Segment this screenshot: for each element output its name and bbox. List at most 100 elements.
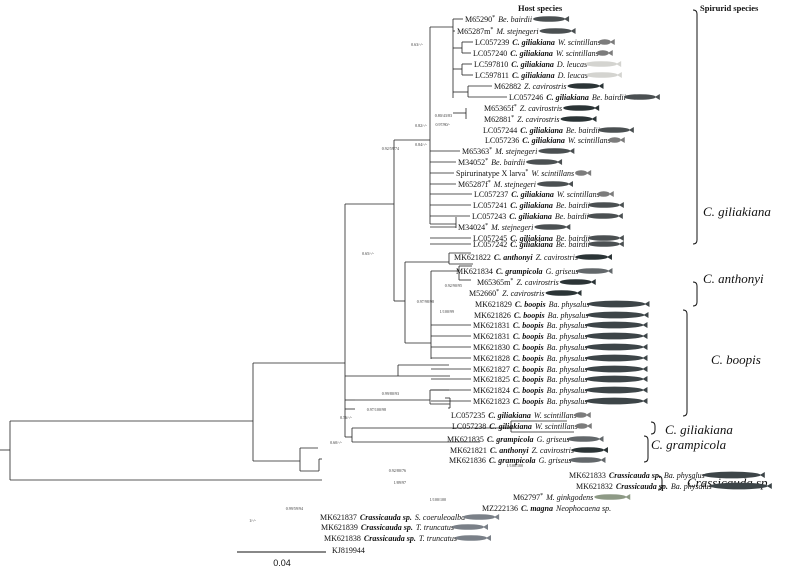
mesoplodon-icon xyxy=(594,494,627,500)
clade-bracket xyxy=(682,309,688,417)
tip-accession: Spirurinatype X larva xyxy=(456,169,526,178)
tail-fluke-icon xyxy=(642,344,648,350)
tip-parasite-species: Crassicauda sp. xyxy=(364,534,416,543)
tip-asterisk: * xyxy=(525,169,528,175)
tip-parasite-species: C. giliakiana xyxy=(520,126,563,135)
tip-accession: MK621835 xyxy=(447,435,484,444)
fin-icon xyxy=(587,300,646,308)
tip-accession: MK621826 xyxy=(474,311,511,320)
support-value: 1/-/- xyxy=(249,518,257,523)
beaked-icon xyxy=(597,127,630,133)
beluga-icon xyxy=(585,61,618,67)
tail-fluke-icon xyxy=(759,472,765,478)
tip-label: M65363*M. stejnegeri xyxy=(462,147,537,156)
tail-fluke-icon xyxy=(625,494,631,500)
tip-host-species: Z. cavirostris xyxy=(516,278,558,287)
tip-accession: MK621832 xyxy=(576,482,613,491)
tip-accession: MK621827 xyxy=(473,365,510,374)
beluga-icon xyxy=(585,72,618,78)
tip-accession: M65290 xyxy=(465,15,492,24)
clade-bracket xyxy=(650,421,656,435)
tip-accession: MK621825 xyxy=(473,375,510,384)
tail-fluke-icon xyxy=(616,61,622,67)
tip-accession: MK621839 xyxy=(321,523,358,532)
tail-fluke-icon xyxy=(607,268,613,274)
fin-icon xyxy=(585,321,644,329)
support-value: 0.82/-/- xyxy=(415,123,428,128)
tail-fluke-icon xyxy=(643,312,649,318)
beaked-icon xyxy=(586,213,619,219)
tip-label: M62797*M. ginkgodens xyxy=(513,493,593,502)
tip-accession: M65287f xyxy=(458,180,488,189)
beaked-icon xyxy=(538,148,571,154)
tip-accession: LC057240 xyxy=(473,49,507,58)
grampus-icon xyxy=(569,457,602,463)
tip-host-species: Ba. physalus xyxy=(547,397,588,406)
tip-accession: KJ819944 xyxy=(332,546,365,555)
squid-icon xyxy=(575,423,588,429)
support-value: 1/100/100 xyxy=(430,497,446,502)
tip-host-species: Z. cavirostris xyxy=(502,289,544,298)
tip-label: M65365f*Z. cavirostris xyxy=(484,104,562,113)
support-value: 0.63/-/- xyxy=(411,42,424,47)
tip-parasite-species: Crassicauda sp. xyxy=(360,513,412,522)
tip-accession: LC057236 xyxy=(485,136,519,145)
beaked-icon xyxy=(534,224,567,230)
support-value: 0.92/80/76 xyxy=(389,468,406,473)
tip-parasite-species: C. grampicola xyxy=(489,456,536,465)
tip-host-species: Be. bairdii xyxy=(555,212,589,221)
support-value: 1/100/99 xyxy=(440,309,454,314)
ziphius-icon xyxy=(563,105,596,111)
tip-accession: MK621831 xyxy=(473,332,510,341)
tip-parasite-species: C. anthonyi xyxy=(490,446,529,455)
tip-label: KJ819944 xyxy=(332,546,365,555)
tip-host-species: Z. cavirostris xyxy=(520,104,562,113)
tip-accession: M62881 xyxy=(484,115,511,124)
ziphius-icon xyxy=(560,116,593,122)
tip-host-species: T. truncatus xyxy=(419,534,457,543)
fin-icon xyxy=(585,386,644,394)
tip-host-species: Be. bairdii xyxy=(592,93,626,102)
tip-parasite-species: C. giliakiana xyxy=(509,212,552,221)
tail-fluke-icon xyxy=(628,127,634,133)
tail-fluke-icon xyxy=(586,170,592,176)
tip-accession: LC057245 xyxy=(473,234,507,243)
tip-accession: LC057241 xyxy=(473,201,507,210)
tip-label: M62881*Z. cavirostris xyxy=(484,115,560,124)
ziphius-icon xyxy=(575,254,608,260)
tip-parasite-species: Crassicauda sp. xyxy=(609,471,661,480)
tip-parasite-species: C. boopis xyxy=(513,332,544,341)
squid-icon xyxy=(598,39,611,45)
tip-host-species: M. stejnegeri xyxy=(495,27,538,36)
scale-bar: 0.04 xyxy=(237,551,326,568)
tip-accession: M52660 xyxy=(469,289,496,298)
tip-accession: MK621824 xyxy=(473,386,510,395)
tip-parasite-species: C. grampicola xyxy=(496,267,543,276)
tip-parasite-species: C. boopis xyxy=(513,321,544,330)
tail-fluke-icon xyxy=(642,322,648,328)
clade-label: C. anthonyi xyxy=(703,271,764,286)
tip-host-species: W. scintillans xyxy=(558,38,601,47)
tip-asterisk: * xyxy=(510,278,513,284)
clade-bracket xyxy=(643,435,649,463)
support-value: 0.92/90/95 xyxy=(445,283,462,288)
tip-host-species: Be. bairdii xyxy=(556,201,590,210)
tip-asterisk: * xyxy=(496,289,499,295)
tip-host-species: W. scintillans xyxy=(531,169,574,178)
tail-fluke-icon xyxy=(557,159,563,165)
tip-host-species: Ba. physalus xyxy=(548,311,589,320)
tip-parasite-species: C. grampicola xyxy=(487,435,534,444)
beaked-icon xyxy=(587,202,620,208)
